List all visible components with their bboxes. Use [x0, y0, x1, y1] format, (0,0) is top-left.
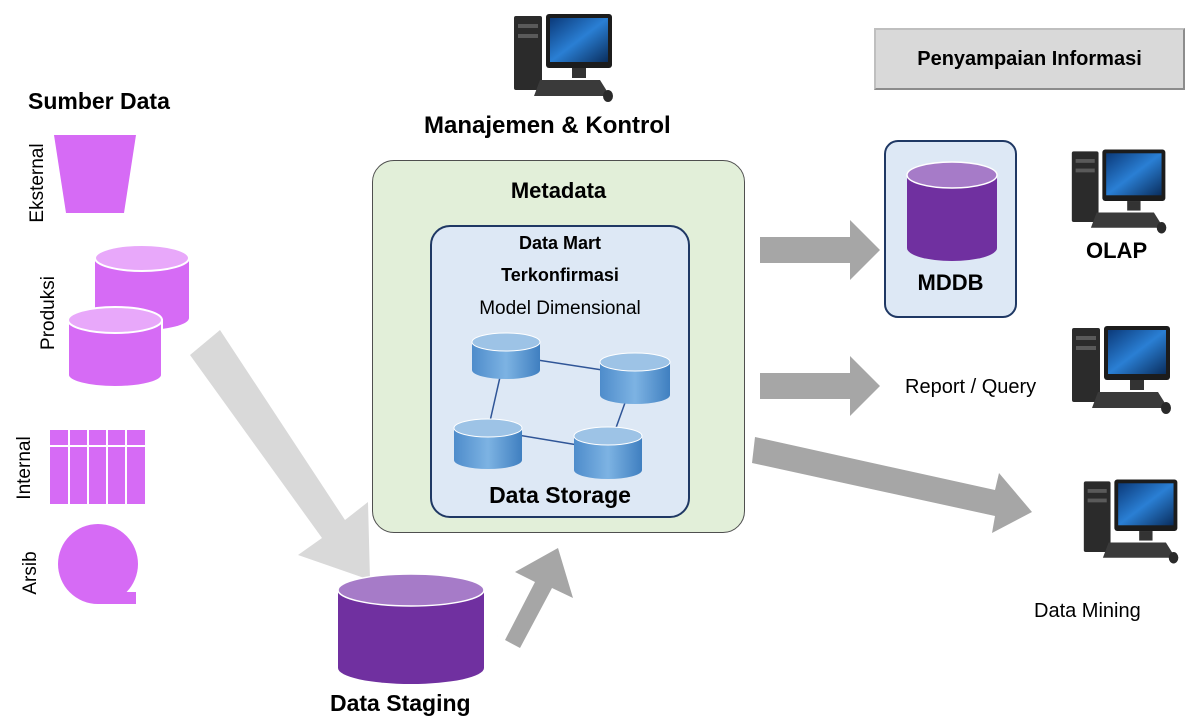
mining-label: Data Mining — [1034, 600, 1141, 622]
management-computer-icon — [510, 10, 620, 105]
arrow-to-report — [760, 356, 880, 416]
dim-cylinder-4 — [573, 426, 643, 479]
production-source-shape — [67, 244, 190, 388]
staging-cylinder — [337, 573, 485, 684]
olap-computer-icon — [1068, 145, 1173, 237]
data-mart-subtitle: Model Dimensional — [479, 298, 641, 319]
mddb-label: MDDB — [917, 270, 984, 295]
sources-title: Sumber Data — [28, 88, 170, 114]
dim-cylinder-1 — [471, 332, 541, 379]
archive-label: Arsib — [20, 551, 41, 595]
dim-cylinder-3 — [453, 418, 523, 469]
internal-label: Internal — [14, 436, 35, 500]
metadata-title: Metadata — [510, 178, 607, 203]
olap-label: OLAP — [1086, 238, 1148, 263]
arrow-sources-to-staging — [190, 330, 370, 580]
external-source-shape — [54, 135, 136, 213]
dim-cylinder-2 — [599, 352, 671, 404]
archive-source-shape — [58, 524, 138, 604]
data-mart-title-2: Terkonfirmasi — [501, 265, 619, 285]
external-label: Eksternal — [27, 143, 48, 223]
management-label: Manajemen & Kontrol — [424, 112, 671, 139]
mining-computer-icon — [1080, 475, 1185, 567]
data-mart-title-1: Data Mart — [518, 233, 602, 253]
arrow-to-mddb — [760, 220, 880, 280]
arrow-staging-to-metadata — [490, 548, 573, 648]
arrow-to-mining — [752, 437, 1032, 533]
report-label: Report / Query — [905, 376, 1037, 399]
dimensional-model-graphic — [430, 330, 690, 485]
info-delivery-label: Penyampaian Informasi — [917, 47, 1142, 70]
data-storage-label: Data Storage — [489, 482, 631, 508]
staging-label: Data Staging — [330, 690, 471, 716]
internal-source-shape — [50, 430, 145, 504]
info-delivery-button[interactable]: Penyampaian Informasi — [874, 28, 1185, 90]
report-computer-icon — [1068, 322, 1178, 417]
production-label: Produksi — [38, 276, 59, 350]
